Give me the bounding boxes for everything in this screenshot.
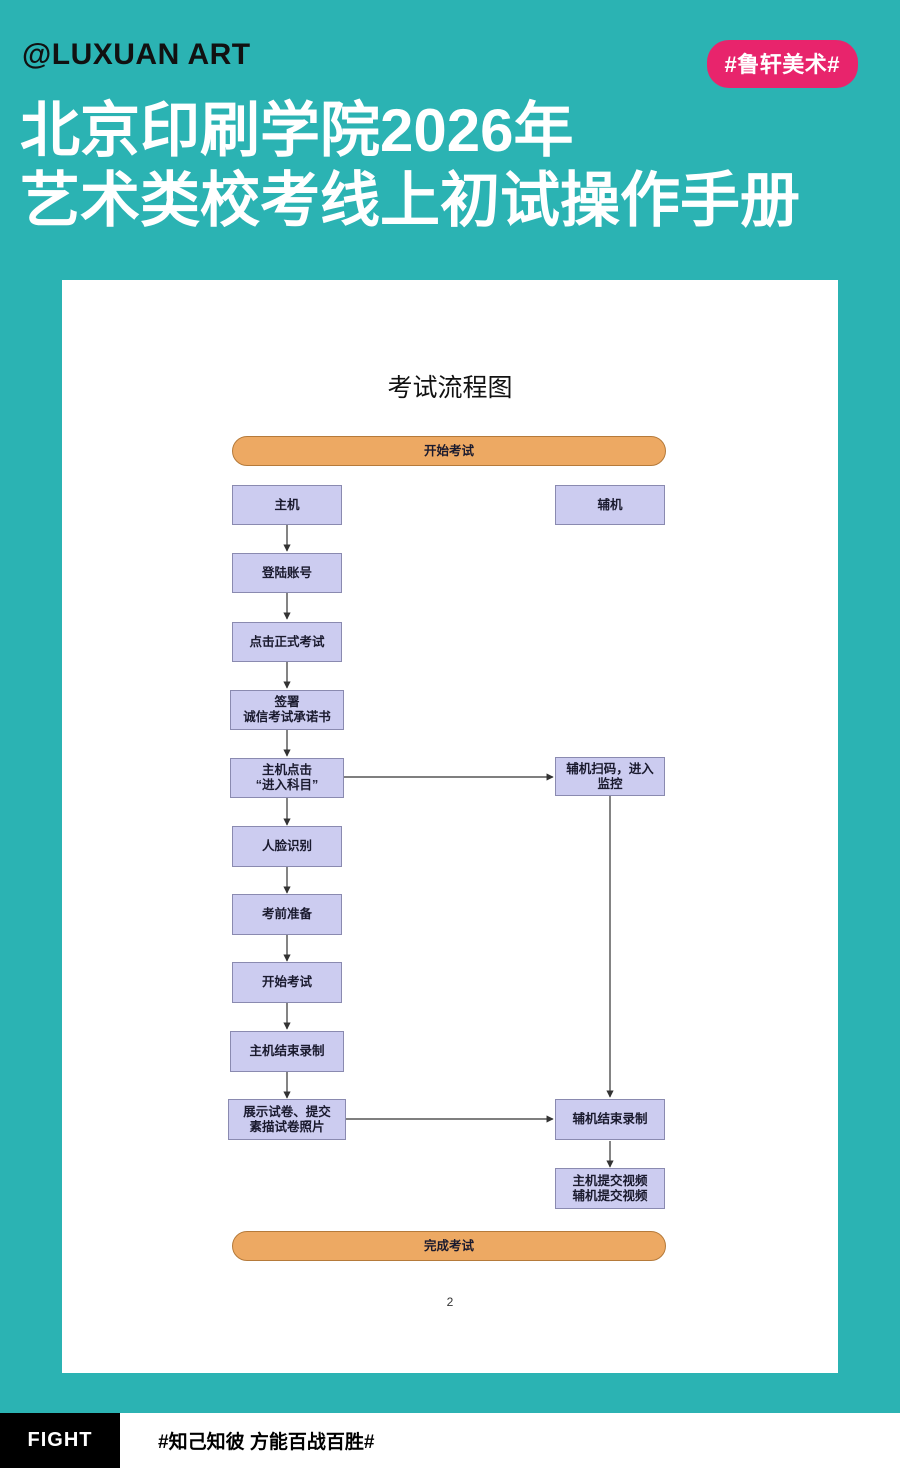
- flow-node-aux-stop-recording-label: 辅机结束录制: [572, 1112, 648, 1126]
- hashtag-badge: #鲁轩美术#: [706, 40, 858, 88]
- flow-node-host-stop-recording-label: 主机结束录制: [249, 1044, 325, 1058]
- flow-node-start[interactable]: 开始考试: [232, 436, 666, 466]
- flow-node-begin-exam[interactable]: 开始考试: [232, 962, 342, 1003]
- content-card: 考试流程图: [62, 280, 838, 1373]
- flow-node-finish-label: 完成考试: [423, 1238, 474, 1253]
- flow-node-show-submit-paper-line-1: 展示试卷、提交: [243, 1104, 331, 1119]
- flow-node-submit-videos-line-1: 主机提交视频: [572, 1173, 648, 1188]
- flow-node-face-recognition[interactable]: 人脸识别: [232, 826, 342, 867]
- flow-node-enter-subject-line-1: 主机点击: [261, 763, 312, 777]
- flow-node-host-stop-recording[interactable]: 主机结束录制: [230, 1031, 344, 1072]
- flow-node-aux[interactable]: 辅机: [555, 485, 665, 525]
- flow-node-aux-scan-line-1: 辅机扫码，进入: [566, 761, 654, 776]
- header-banner: @LUXUAN ART #鲁轩美术# 北京印刷学院2026年 艺术类校考线上初试…: [0, 0, 900, 280]
- flow-node-aux-scan-line-2: 监控: [597, 776, 623, 791]
- exam-flowchart: 开始考试 主机 辅机 登陆账号 点击正式考试 签署 诚信考试承诺书: [62, 280, 838, 1373]
- flow-node-exam-preparation-label: 考前准备: [261, 907, 312, 921]
- flow-node-enter-subject[interactable]: 主机点击 “进入科目”: [230, 758, 344, 798]
- flow-node-exam-preparation[interactable]: 考前准备: [232, 894, 342, 935]
- page-number: 2: [446, 1295, 454, 1309]
- flow-node-show-submit-paper[interactable]: 展示试卷、提交 素描试卷照片: [228, 1099, 346, 1140]
- flow-node-begin-exam-label: 开始考试: [261, 975, 312, 989]
- flow-node-login-label: 登陆账号: [261, 565, 312, 580]
- footer-bar: FIGHT #知己知彼 方能百战百胜#: [0, 1413, 900, 1468]
- flowchart-connectors: [283, 525, 614, 1168]
- flow-node-show-submit-paper-line-2: 素描试卷照片: [249, 1119, 325, 1134]
- flow-node-formal-exam[interactable]: 点击正式考试: [232, 622, 342, 662]
- flow-node-sign-pledge-line-1: 签署: [274, 695, 300, 709]
- flow-node-finish[interactable]: 完成考试: [232, 1231, 666, 1261]
- footer-slogan: #知己知彼 方能百战百胜#: [158, 1432, 375, 1453]
- flow-node-enter-subject-line-2: “进入科目”: [255, 778, 319, 792]
- fight-label: FIGHT: [0, 1413, 120, 1468]
- flow-node-aux-scan[interactable]: 辅机扫码，进入 监控: [555, 757, 665, 796]
- flow-node-start-label: 开始考试: [423, 443, 474, 458]
- flow-node-sign-pledge[interactable]: 签署 诚信考试承诺书: [230, 690, 344, 730]
- flow-node-login[interactable]: 登陆账号: [232, 553, 342, 593]
- flow-node-host[interactable]: 主机: [232, 485, 342, 525]
- flow-node-host-label: 主机: [274, 497, 300, 512]
- flow-node-aux-label: 辅机: [597, 497, 623, 512]
- flow-node-face-recognition-label: 人脸识别: [261, 839, 312, 853]
- title-line-1: 北京印刷学院2026年: [20, 97, 574, 164]
- flow-node-submit-videos[interactable]: 主机提交视频 辅机提交视频: [555, 1168, 665, 1209]
- flow-node-sign-pledge-line-2: 诚信考试承诺书: [243, 710, 331, 724]
- account-handle: @LUXUAN ART: [22, 38, 251, 71]
- title-line-2: 艺术类校考线上初试操作手册: [20, 167, 800, 234]
- flowchart-title: 考试流程图: [387, 375, 513, 402]
- flow-node-submit-videos-line-2: 辅机提交视频: [572, 1188, 648, 1203]
- flow-node-aux-stop-recording[interactable]: 辅机结束录制: [555, 1099, 665, 1140]
- page-title: 北京印刷学院2026年 艺术类校考线上初试操作手册: [20, 96, 885, 236]
- flow-node-formal-exam-label: 点击正式考试: [249, 634, 325, 649]
